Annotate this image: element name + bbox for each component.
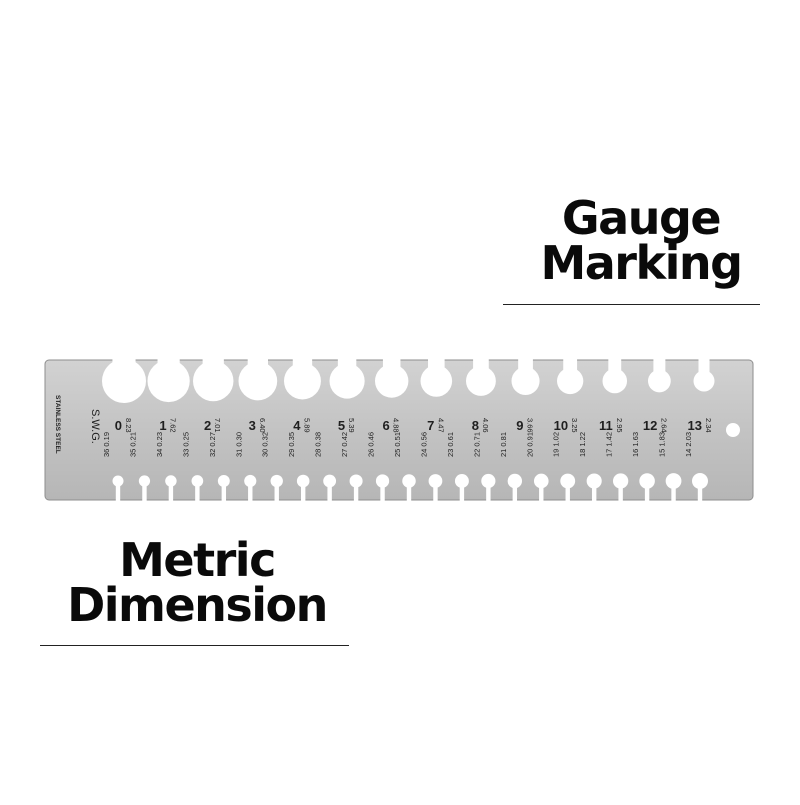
metric-gauge-label: 22 0.71 bbox=[472, 432, 481, 457]
gauge-number-label: 2 bbox=[204, 418, 211, 433]
metric-gauge-label: 29 0.35 bbox=[287, 432, 296, 457]
gauge-number-label: 6 bbox=[382, 418, 389, 433]
gauge-number-label: 9 bbox=[516, 418, 523, 433]
metric-dimension-underline bbox=[40, 645, 349, 646]
metric-gauge-label: 33 0.25 bbox=[181, 432, 190, 457]
gauge-number-label: 3 bbox=[249, 418, 256, 433]
material-label: STAINLESS STEEL bbox=[54, 395, 61, 454]
gauge-marking-line-2: Marking bbox=[540, 236, 743, 291]
metric-gauge-label: 36 0.19 bbox=[102, 432, 111, 457]
metric-gauge-label: 23 0.61 bbox=[446, 432, 455, 457]
metric-gauge-label: 25 0.51 bbox=[393, 432, 402, 457]
metric-gauge-label: 20 0.91 bbox=[525, 432, 534, 457]
gauge-mm-label: 7.01 bbox=[213, 418, 222, 433]
metric-gauge-label: 18 1.22 bbox=[578, 432, 587, 457]
gauge-number-label: 10 bbox=[554, 418, 568, 433]
gauge-number-label: 5 bbox=[338, 418, 345, 433]
gauge-number-label: 8 bbox=[472, 418, 479, 433]
gauge-mm-label: 7.62 bbox=[169, 418, 178, 433]
gauge-mm-label: 2.34 bbox=[704, 418, 713, 433]
gauge-number-label: 13 bbox=[688, 418, 702, 433]
gauge-plate-body bbox=[44, 359, 754, 501]
metric-gauge-label: 28 0.38 bbox=[314, 432, 323, 457]
gauge-marking-line-1: Gauge bbox=[561, 191, 722, 245]
metric-dimension-line-2: Dimension bbox=[67, 578, 328, 633]
metric-gauge-label: 14 2.03 bbox=[684, 432, 693, 457]
gauge-marking-underline bbox=[503, 304, 760, 305]
metric-gauge-label: 30 0.32 bbox=[261, 432, 270, 457]
gauge-mm-label: 4.88 bbox=[392, 418, 401, 433]
gauge-mm-label: 3.25 bbox=[570, 418, 579, 433]
metric-gauge-label: 24 0.56 bbox=[419, 432, 428, 457]
metric-dimension-line-1: Metric bbox=[119, 533, 276, 587]
gauge-mm-label: 3.66 bbox=[526, 418, 535, 433]
gauge-number-label: 7 bbox=[427, 418, 434, 433]
metric-gauge-label: 35 0.21 bbox=[128, 432, 137, 457]
metric-gauge-label: 17 1.42 bbox=[605, 432, 614, 457]
gauge-number-label: 4 bbox=[293, 418, 301, 433]
gauge-mm-label: 8.23 bbox=[124, 418, 133, 433]
gauge-mm-label: 5.39 bbox=[347, 418, 356, 433]
gauge-mm-label: 4.06 bbox=[481, 418, 490, 433]
gauge-number-label: 1 bbox=[159, 418, 166, 433]
gauge-mm-label: 4.47 bbox=[436, 418, 445, 433]
gauge-mm-label: 2.64 bbox=[659, 418, 668, 433]
gauge-mm-label: 6.40 bbox=[258, 418, 267, 433]
metric-gauge-label: 34 0.23 bbox=[155, 432, 164, 457]
system-label: S.W.G. bbox=[89, 409, 101, 444]
metric-gauge-label: 31 0.30 bbox=[234, 432, 243, 457]
metric-gauge-label: 26 0.46 bbox=[367, 432, 376, 457]
gauge-number-label: 0 bbox=[115, 418, 122, 433]
gauge-number-label: 11 bbox=[599, 418, 613, 433]
metric-gauge-label: 19 1.02 bbox=[552, 432, 561, 457]
gauge-marking-callout: Gauge Marking bbox=[516, 191, 766, 291]
gauge-mm-label: 5.89 bbox=[302, 418, 311, 433]
metric-gauge-label: 32 0.27 bbox=[208, 432, 217, 457]
gauge-number-label: 12 bbox=[643, 418, 657, 433]
metric-gauge-label: 15 1.83 bbox=[658, 432, 667, 457]
gauge-mm-label: 2.95 bbox=[615, 418, 624, 433]
metric-gauge-label: 27 0.42 bbox=[340, 432, 349, 457]
metric-gauge-label: 21 0.81 bbox=[499, 432, 508, 457]
metric-dimension-callout: Metric Dimension bbox=[52, 533, 342, 633]
metric-gauge-label: 16 1.63 bbox=[631, 432, 640, 457]
